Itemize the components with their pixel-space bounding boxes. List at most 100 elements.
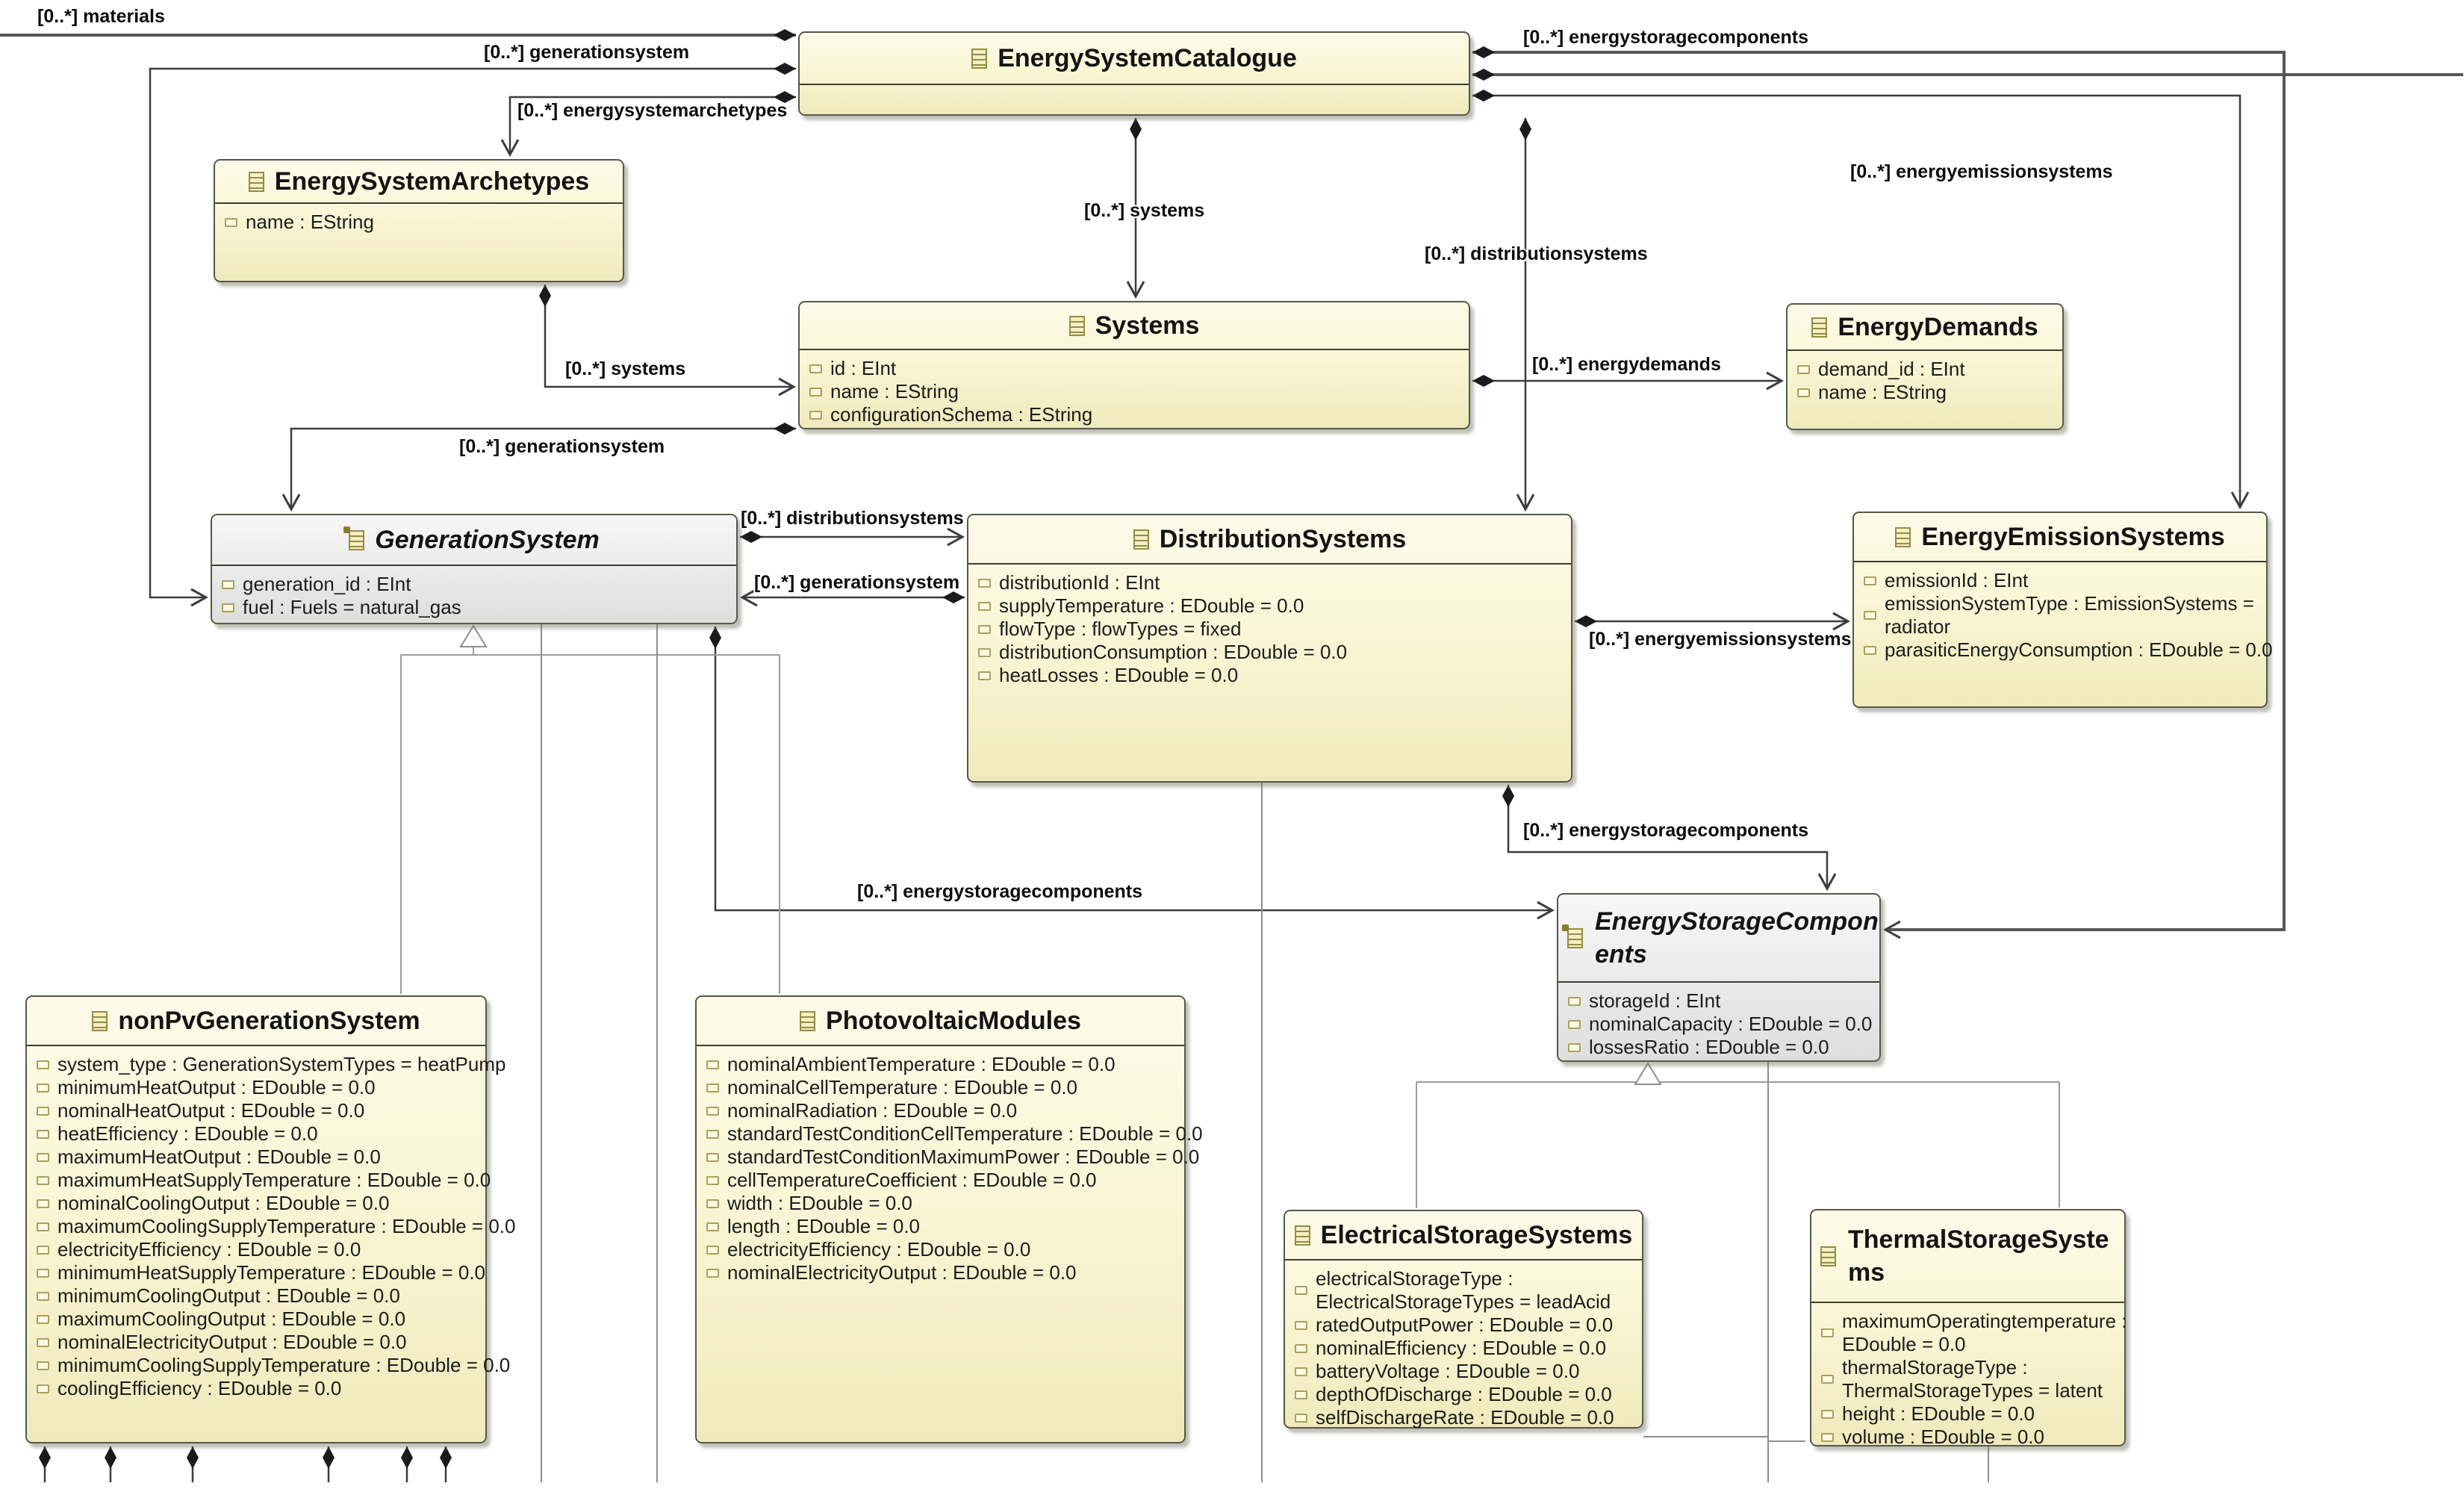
attribute-row[interactable]: maximumCoolingOutput : EDouble = 0.0 xyxy=(37,1308,479,1331)
attribute-row[interactable]: heatLosses : EDouble = 0.0 xyxy=(978,664,1565,687)
attribute-row[interactable]: distributionId : EInt xyxy=(978,571,1565,594)
attribute-row[interactable]: nominalCoolingOutput : EDouble = 0.0 xyxy=(37,1192,479,1215)
class-energysystemarchetypes[interactable]: EnergySystemArchetypes name : EString xyxy=(214,159,624,282)
attribute-row[interactable]: thermalStorageType :ThermalStorageTypes … xyxy=(1821,1356,2118,1402)
attribute-row[interactable]: emissionId : EInt xyxy=(1864,569,2260,592)
class-nonpvgenerationsystem[interactable]: nonPvGenerationSystem system_type : Gener… xyxy=(25,995,515,1443)
attribute-text-line: electricityEfficiency : EDouble = 0.0 xyxy=(57,1238,361,1261)
attribute-row[interactable]: emissionSystemType : EmissionSystems =ra… xyxy=(1864,592,2260,638)
attribute-text: ratedOutputPower : EDouble = 0.0 xyxy=(1316,1314,1613,1337)
attribute-row[interactable]: depthOfDischarge : EDouble = 0.0 xyxy=(1295,1383,1636,1406)
class-title-line: Systems xyxy=(1095,311,1200,340)
attribute-text: maximumCoolingOutput : EDouble = 0.0 xyxy=(57,1308,405,1331)
attribute-text: nominalCellTemperature : EDouble = 0.0 xyxy=(727,1076,1077,1099)
attribute-text: cellTemperatureCoefficient : EDouble = 0… xyxy=(727,1169,1097,1192)
attribute-row[interactable]: name : EString xyxy=(1797,381,2056,404)
class-energysystemcatalogue[interactable]: EnergySystemCatalogue xyxy=(798,31,1470,116)
attribute-text: demand_id : EInt xyxy=(1818,358,1965,381)
eclass-icon xyxy=(1820,1246,1836,1266)
attribute-row[interactable]: nominalAmbientTemperature : EDouble = 0.… xyxy=(706,1053,1178,1076)
attribute-row[interactable]: system_type : GenerationSystemTypes = he… xyxy=(37,1053,505,1076)
attribute-row[interactable]: storageId : EInt xyxy=(1568,989,1873,1013)
attribute-row[interactable]: height : EDouble = 0.0 xyxy=(1821,1402,2118,1426)
attribute-row[interactable]: ratedOutputPower : EDouble = 0.0 xyxy=(1295,1314,1636,1337)
edge-catalogue-energysystemarchetypes[interactable] xyxy=(510,97,796,155)
attribute-row[interactable]: electricalStorageType :ElectricalStorage… xyxy=(1295,1267,1636,1314)
attribute-row[interactable]: cellTemperatureCoefficient : EDouble = 0… xyxy=(706,1169,1178,1192)
attribute-row[interactable]: nominalElectricityOutput : EDouble = 0.0 xyxy=(706,1261,1178,1284)
attribute-row[interactable]: length : EDouble = 0.0 xyxy=(706,1215,1178,1238)
attribute-row[interactable]: fuel : Fuels = natural_gas xyxy=(222,596,730,619)
attribute-row[interactable]: maximumHeatSupplyTemperature : EDouble =… xyxy=(37,1169,491,1192)
attribute-row[interactable]: volume : EDouble = 0.0 xyxy=(1821,1426,2118,1449)
attribute-row[interactable]: configurationSchema : EString xyxy=(809,403,1463,426)
attribute-text-line: name : EString xyxy=(246,211,374,233)
attribute-row[interactable]: coolingEfficiency : EDouble = 0.0 xyxy=(37,1377,479,1400)
generalization-generationsystem-bus[interactable] xyxy=(400,645,780,994)
attribute-text-line: ElectricalStorageTypes = leadAcid xyxy=(1316,1290,1611,1313)
attribute-row[interactable]: heatEfficiency : EDouble = 0.0 xyxy=(37,1122,479,1146)
edge-systems-generationsystem[interactable] xyxy=(291,429,796,509)
edge-archetypes-systems[interactable] xyxy=(545,285,794,387)
attribute-row[interactable]: nominalCapacity : EDouble = 0.0 xyxy=(1568,1013,1873,1036)
eattribute-icon xyxy=(225,217,237,227)
attribute-row[interactable]: width : EDouble = 0.0 xyxy=(706,1192,1178,1215)
attribute-row[interactable]: nominalEfficiency : EDouble = 0.0 xyxy=(1295,1337,1636,1360)
attribute-text: system_type : GenerationSystemTypes = he… xyxy=(57,1053,505,1076)
edge-catalogue-generationsystem[interactable] xyxy=(149,69,796,597)
attribute-row[interactable]: maximumCoolingSupplyTemperature : EDoubl… xyxy=(37,1215,515,1238)
eattribute-icon xyxy=(37,1129,49,1139)
attribute-row[interactable]: name : EString xyxy=(809,380,1463,403)
attribute-text-line: ratedOutputPower : EDouble = 0.0 xyxy=(1316,1314,1614,1336)
attribute-row[interactable]: nominalHeatOutput : EDouble = 0.0 xyxy=(37,1099,479,1122)
attribute-row[interactable]: distributionConsumption : EDouble = 0.0 xyxy=(978,641,1565,664)
attribute-row[interactable]: lossesRatio : EDouble = 0.0 xyxy=(1568,1036,1873,1059)
eattribute-icon xyxy=(706,1060,719,1069)
eattribute-icon xyxy=(706,1199,719,1208)
class-title: EnergySystemArchetypes xyxy=(275,165,589,198)
attributes-compartment: electricalStorageType :ElectricalStorage… xyxy=(1285,1261,1642,1429)
attribute-row[interactable]: name : EString xyxy=(225,211,617,234)
attribute-text-line: fuel : Fuels = natural_gas xyxy=(243,596,461,618)
attribute-text-line: distributionConsumption : EDouble = 0.0 xyxy=(999,641,1348,663)
edge-catalogue-energystoragecomponents[interactable] xyxy=(1472,52,2286,930)
attribute-row[interactable]: standardTestConditionMaximumPower : EDou… xyxy=(706,1146,1199,1169)
edge-stub-storage-bottom[interactable] xyxy=(1643,1062,1805,1482)
attribute-row[interactable]: batteryVoltage : EDouble = 0.0 xyxy=(1295,1360,1636,1383)
attribute-row[interactable]: supplyTemperature : EDouble = 0.0 xyxy=(978,594,1565,618)
attribute-row[interactable]: minimumCoolingOutput : EDouble = 0.0 xyxy=(37,1284,479,1308)
attribute-row[interactable]: id : EInt xyxy=(809,357,1463,380)
attribute-row[interactable]: nominalCellTemperature : EDouble = 0.0 xyxy=(706,1076,1178,1099)
attribute-row[interactable]: parasiticEnergyConsumption : EDouble = 0… xyxy=(1864,638,2273,662)
class-title-line: EnergyStorageCompon xyxy=(1595,907,1879,936)
attribute-row[interactable]: minimumCoolingSupplyTemperature : EDoubl… xyxy=(37,1354,510,1377)
attribute-row[interactable]: demand_id : EInt xyxy=(1797,358,2056,381)
attribute-row[interactable]: generation_id : EInt xyxy=(222,573,730,596)
attribute-row[interactable]: maximumHeatOutput : EDouble = 0.0 xyxy=(37,1146,479,1169)
attribute-row[interactable]: nominalElectricityOutput : EDouble = 0.0 xyxy=(37,1331,479,1354)
attribute-row[interactable]: maximumOperatingtemperature :EDouble = 0… xyxy=(1821,1310,2127,1356)
attribute-row[interactable]: minimumHeatSupplyTemperature : EDouble =… xyxy=(37,1261,485,1284)
attribute-row[interactable]: selfDischargeRate : EDouble = 0.0 xyxy=(1295,1406,1636,1429)
eattribute-icon xyxy=(37,1106,49,1116)
attribute-row[interactable]: minimumHeatOutput : EDouble = 0.0 xyxy=(37,1076,479,1099)
attribute-row[interactable]: electricityEfficiency : EDouble = 0.0 xyxy=(706,1238,1178,1261)
attribute-row[interactable]: standardTestConditionCellTemperature : E… xyxy=(706,1122,1203,1146)
attribute-row[interactable]: electricityEfficiency : EDouble = 0.0 xyxy=(37,1238,479,1261)
edge-generation-energystoragecomponents[interactable] xyxy=(715,627,1552,910)
attribute-row[interactable]: flowType : flowTypes = fixed xyxy=(978,618,1565,641)
attribute-row[interactable]: nominalRadiation : EDouble = 0.0 xyxy=(706,1099,1178,1122)
class-header: nonPvGenerationSystem xyxy=(27,997,485,1046)
edge-catalogue-energyemissionsystems[interactable] xyxy=(1472,96,2240,507)
